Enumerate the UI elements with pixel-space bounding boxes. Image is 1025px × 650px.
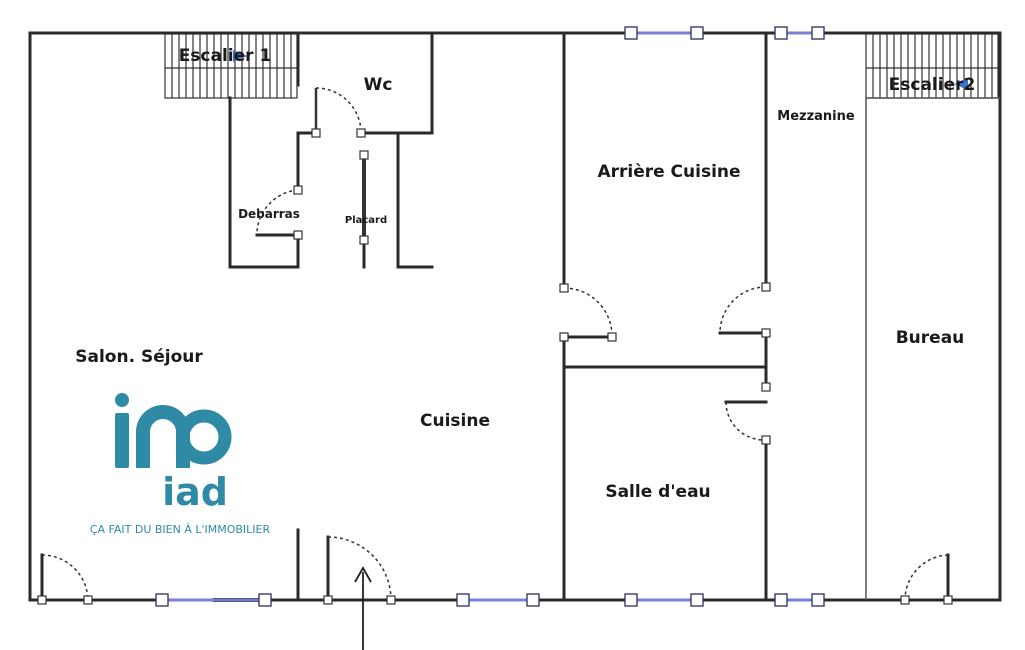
label-placard: Placard — [345, 215, 387, 226]
label-wc: Wc — [364, 75, 393, 95]
label-cuisine: Cuisine — [420, 411, 490, 431]
window-frame — [526, 593, 540, 607]
window-frame — [155, 593, 169, 607]
windows — [155, 26, 825, 607]
stair-1-arrow-icon — [233, 50, 247, 62]
label-bureau: Bureau — [896, 328, 965, 348]
iad-logo: iad ÇA FAIT DU BIEN À L'IMMOBILIER — [90, 393, 271, 536]
window-frame — [624, 26, 638, 40]
label-arriere-cuisine: Arrière Cuisine — [597, 162, 740, 182]
door-hinge — [37, 595, 47, 605]
door-hinge — [761, 382, 771, 392]
window-frame — [774, 593, 788, 607]
door-hinge — [359, 150, 369, 160]
door-hinge — [943, 595, 953, 605]
door-hinge — [293, 230, 303, 240]
stair-2-arrow-icon — [954, 78, 968, 90]
door-hinge — [761, 435, 771, 445]
label-debarras: Debarras — [238, 207, 300, 221]
door-hinge — [607, 332, 617, 342]
door-hinge — [311, 128, 321, 138]
label-salle-deau: Salle d'eau — [605, 482, 710, 502]
window-frame — [624, 593, 638, 607]
window-frame — [690, 26, 704, 40]
door-hinge — [761, 328, 771, 338]
door-hinge — [359, 235, 369, 245]
door-hinge — [293, 185, 303, 195]
door-hinge — [386, 595, 396, 605]
door-hinge — [900, 595, 910, 605]
door-hinge — [323, 595, 333, 605]
door-hinge — [761, 282, 771, 292]
door-hinge — [559, 283, 569, 293]
door-hinge — [83, 595, 93, 605]
label-escalier-2: Escalier2 — [889, 75, 976, 95]
doors — [41, 87, 949, 601]
label-mezzanine: Mezzanine — [777, 109, 855, 124]
door-hinges — [37, 128, 953, 605]
window-frame — [774, 26, 788, 40]
door-hinge — [356, 128, 366, 138]
window-frame — [258, 593, 272, 607]
label-salon-sejour: Salon. Séjour — [75, 347, 203, 367]
label-escalier-1: Escalier 1 — [179, 46, 272, 66]
staircase-1 — [164, 33, 298, 99]
window-frame — [690, 593, 704, 607]
window-frame — [811, 593, 825, 607]
door-hinge — [559, 332, 569, 342]
window-frame — [456, 593, 470, 607]
entrance-arrow-icon — [354, 566, 372, 650]
window-frame — [811, 26, 825, 40]
logo-tagline: ÇA FAIT DU BIEN À L'IMMOBILIER — [90, 523, 271, 536]
logo-brand-text: iad — [162, 470, 228, 514]
